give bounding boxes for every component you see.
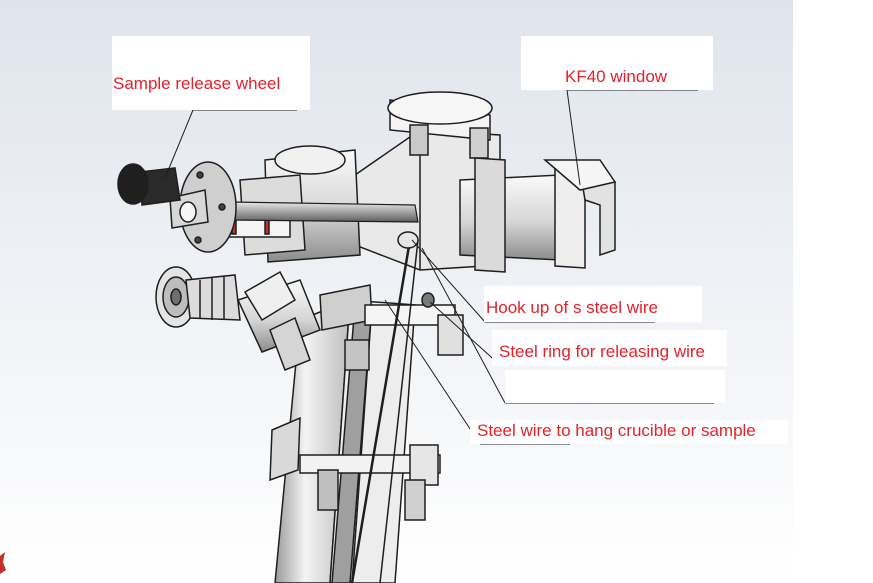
release-rod [231,201,419,223]
corner-mark [0,552,6,574]
lower-flange [269,416,441,521]
kf40-window-arm [459,157,617,273]
middle-flange [319,284,464,371]
background-right-margin [793,0,873,583]
label-steel-ring: Steel ring for releasing wire [492,330,727,366]
label-kf40-window: KF40 window [521,36,713,90]
label-sample-release-wheel: Sample release wheel [112,36,310,110]
steel-wire [350,231,435,583]
release-wheel-assembly [117,161,237,253]
side-port-valve [155,266,321,371]
label-hook-up: Hook up of s steel wire [484,286,702,322]
blank-label-panel [505,370,725,403]
label-steel-wire: Steel wire to hang crucible or sample [470,420,788,444]
